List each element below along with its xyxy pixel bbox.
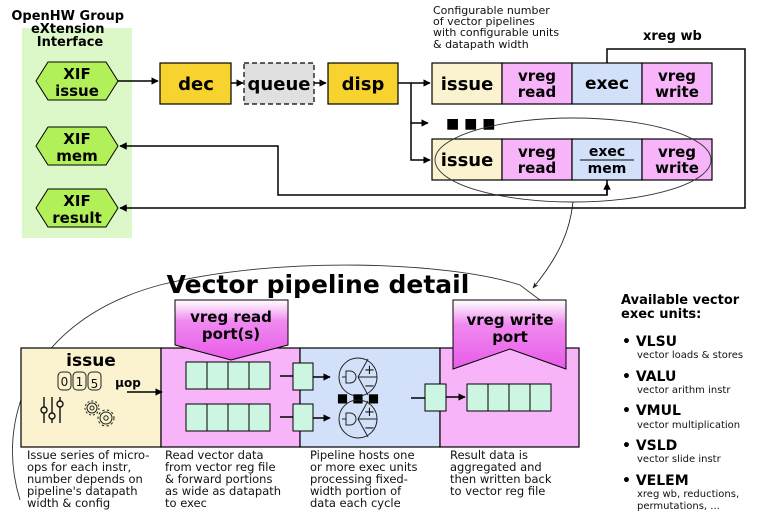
forward-latch-bottom: [292, 403, 314, 432]
exec-caption: Pipeline hosts one or more exec units pr…: [310, 448, 421, 510]
xif-title: OpenHW Group eXtension Interface: [11, 9, 128, 50]
unit-item-vmul: • VMUL vector multiplication: [622, 403, 740, 431]
uop-label: μop: [115, 376, 141, 390]
alu-icon: + −: [338, 357, 378, 397]
svg-text:issue: issue: [441, 150, 494, 171]
unit-item-velem: • VELEM xreg wb, reductions, permutation…: [622, 473, 739, 512]
svg-text:015: 015: [61, 375, 99, 391]
disp-to-more-arrow: [410, 83, 429, 127]
svg-text:• VMUL: • VMUL: [622, 403, 681, 419]
pipeline-1-issue: [431, 62, 503, 105]
svg-text:xreg wb, reductions,: xreg wb, reductions,: [637, 489, 739, 500]
xreg-wb-label: xreg wb: [643, 29, 702, 44]
read-register-bottom: [185, 403, 271, 432]
svg-text:issue: issue: [441, 74, 494, 95]
svg-text:• VELEM: • VELEM: [622, 473, 689, 489]
svg-text:• VSLD: • VSLD: [622, 438, 677, 454]
svg-text:vector loads & stores: vector loads & stores: [637, 350, 743, 361]
detail-issue-label: issue: [66, 351, 116, 371]
exec-units-ellipsis: ■ ■ ■: [337, 391, 379, 405]
svg-text:queue: queue: [248, 74, 311, 95]
pipeline-1-vreg-write: [641, 62, 713, 105]
detail-ellipse: [12, 264, 541, 501]
detail-title: Vector pipeline detail: [167, 270, 470, 299]
pipeline-1-vreg-read: [501, 62, 573, 105]
zoom-connector-arrow: [532, 201, 574, 289]
xreg-wb-arrow: [119, 48, 746, 212]
svg-text:+: +: [364, 405, 375, 420]
svg-text:−: −: [364, 379, 375, 394]
pipeline-1-exec: [571, 62, 643, 105]
alu-icon: + −: [338, 399, 378, 439]
pipelines-note: Configurable number of vector pipelines …: [433, 4, 563, 51]
unit-item-vlsu: • VLSU vector loads & stores: [622, 334, 743, 361]
forward-latch-top: [292, 362, 314, 391]
svg-text:exec: exec: [585, 74, 629, 94]
svg-text:vector multiplication: vector multiplication: [637, 420, 740, 431]
svg-text:−: −: [364, 421, 375, 436]
dec-stage: dec: [159, 62, 232, 105]
issue-caption: Issue series of micro- ops for each inst…: [27, 448, 153, 510]
svg-text:• VALU: • VALU: [622, 369, 676, 385]
svg-text:vector arithm instr: vector arithm instr: [637, 385, 731, 396]
svg-text:dec: dec: [178, 74, 214, 95]
sliders-icon: [40, 397, 64, 423]
unit-item-vsld: • VSLD vector slide instr: [622, 438, 722, 465]
disp-to-pipeline2-arrow: [410, 123, 431, 164]
svg-text:+: +: [364, 363, 375, 378]
read-caption: Read vector data from vector reg file & …: [165, 448, 285, 510]
write-register: [466, 383, 552, 412]
gears-icon: [84, 400, 115, 427]
units-title: Available vector exec units:: [621, 293, 744, 322]
svg-text:• VLSU: • VLSU: [622, 334, 677, 350]
unit-item-valu: • VALU vector arithm instr: [622, 369, 731, 396]
pipeline-2-vreg-write: [641, 138, 713, 181]
svg-text:disp: disp: [342, 74, 385, 95]
queue-stage: queue: [243, 62, 315, 105]
disp-stage: disp: [327, 62, 399, 105]
aggregate-latch: [424, 383, 447, 412]
read-register-top: [185, 361, 271, 390]
more-pipelines-ellipsis: ■ ■ ■: [446, 116, 495, 132]
write-caption: Result data is aggregated and then writt…: [450, 448, 555, 498]
svg-text:permutations, ...: permutations, ...: [637, 501, 720, 512]
svg-text:vector slide instr: vector slide instr: [637, 454, 722, 465]
